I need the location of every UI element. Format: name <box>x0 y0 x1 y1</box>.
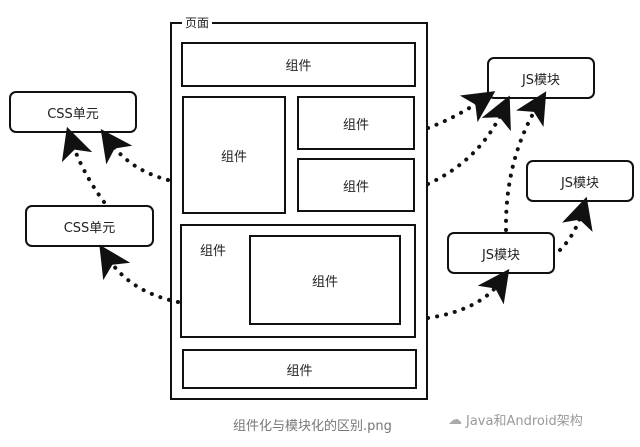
arrow-js-middle-to-js-right <box>558 196 593 252</box>
component-right-upper: 组件 <box>297 96 415 150</box>
component-label: 组件 <box>286 363 313 379</box>
arrow-page-to-css-top <box>100 128 170 182</box>
css-unit-top: CSS单元 <box>9 91 137 133</box>
component-label: 组件 <box>285 59 312 74</box>
css-unit-label: CSS单元 <box>47 106 99 122</box>
component-label: 组件 <box>342 179 369 195</box>
component-label: 组件 <box>342 117 369 133</box>
js-module-middle: JS模块 <box>447 232 555 274</box>
js-module-label: JS模块 <box>560 175 600 191</box>
watermark: ☁ Java和Android架构 <box>448 410 583 430</box>
component-nested: 组件 <box>249 235 401 325</box>
css-unit-bottom: CSS单元 <box>25 205 154 247</box>
component-label: 组件 <box>200 244 227 259</box>
js-module-label: JS模块 <box>521 72 561 88</box>
component-right-lower: 组件 <box>297 158 415 212</box>
wechat-icon: ☁ <box>448 411 462 428</box>
arrow-component2-to-js-top <box>426 95 511 186</box>
component-bottom: 组件 <box>182 349 417 389</box>
arrow-css-bottom-to-css-top <box>61 126 106 204</box>
page-frame <box>170 22 428 400</box>
js-module-label: JS模块 <box>481 247 521 263</box>
css-unit-label: CSS单元 <box>63 220 116 236</box>
component-label: 组件 <box>311 274 338 290</box>
component-left-tall: 组件 <box>182 96 286 214</box>
arrow-component-to-js-top <box>426 91 496 130</box>
component-top: 组件 <box>181 42 416 87</box>
page-title: 页面 <box>182 14 213 31</box>
js-module-right: JS模块 <box>526 160 634 202</box>
js-module-top: JS模块 <box>487 57 595 99</box>
image-caption: 组件化与模块化的区别.png <box>233 419 392 434</box>
watermark-text: Java和Android架构 <box>466 414 583 429</box>
arrow-container-to-css-bottom <box>99 244 180 304</box>
arrow-container-to-js-middle <box>426 268 510 320</box>
component-label: 组件 <box>220 149 247 165</box>
